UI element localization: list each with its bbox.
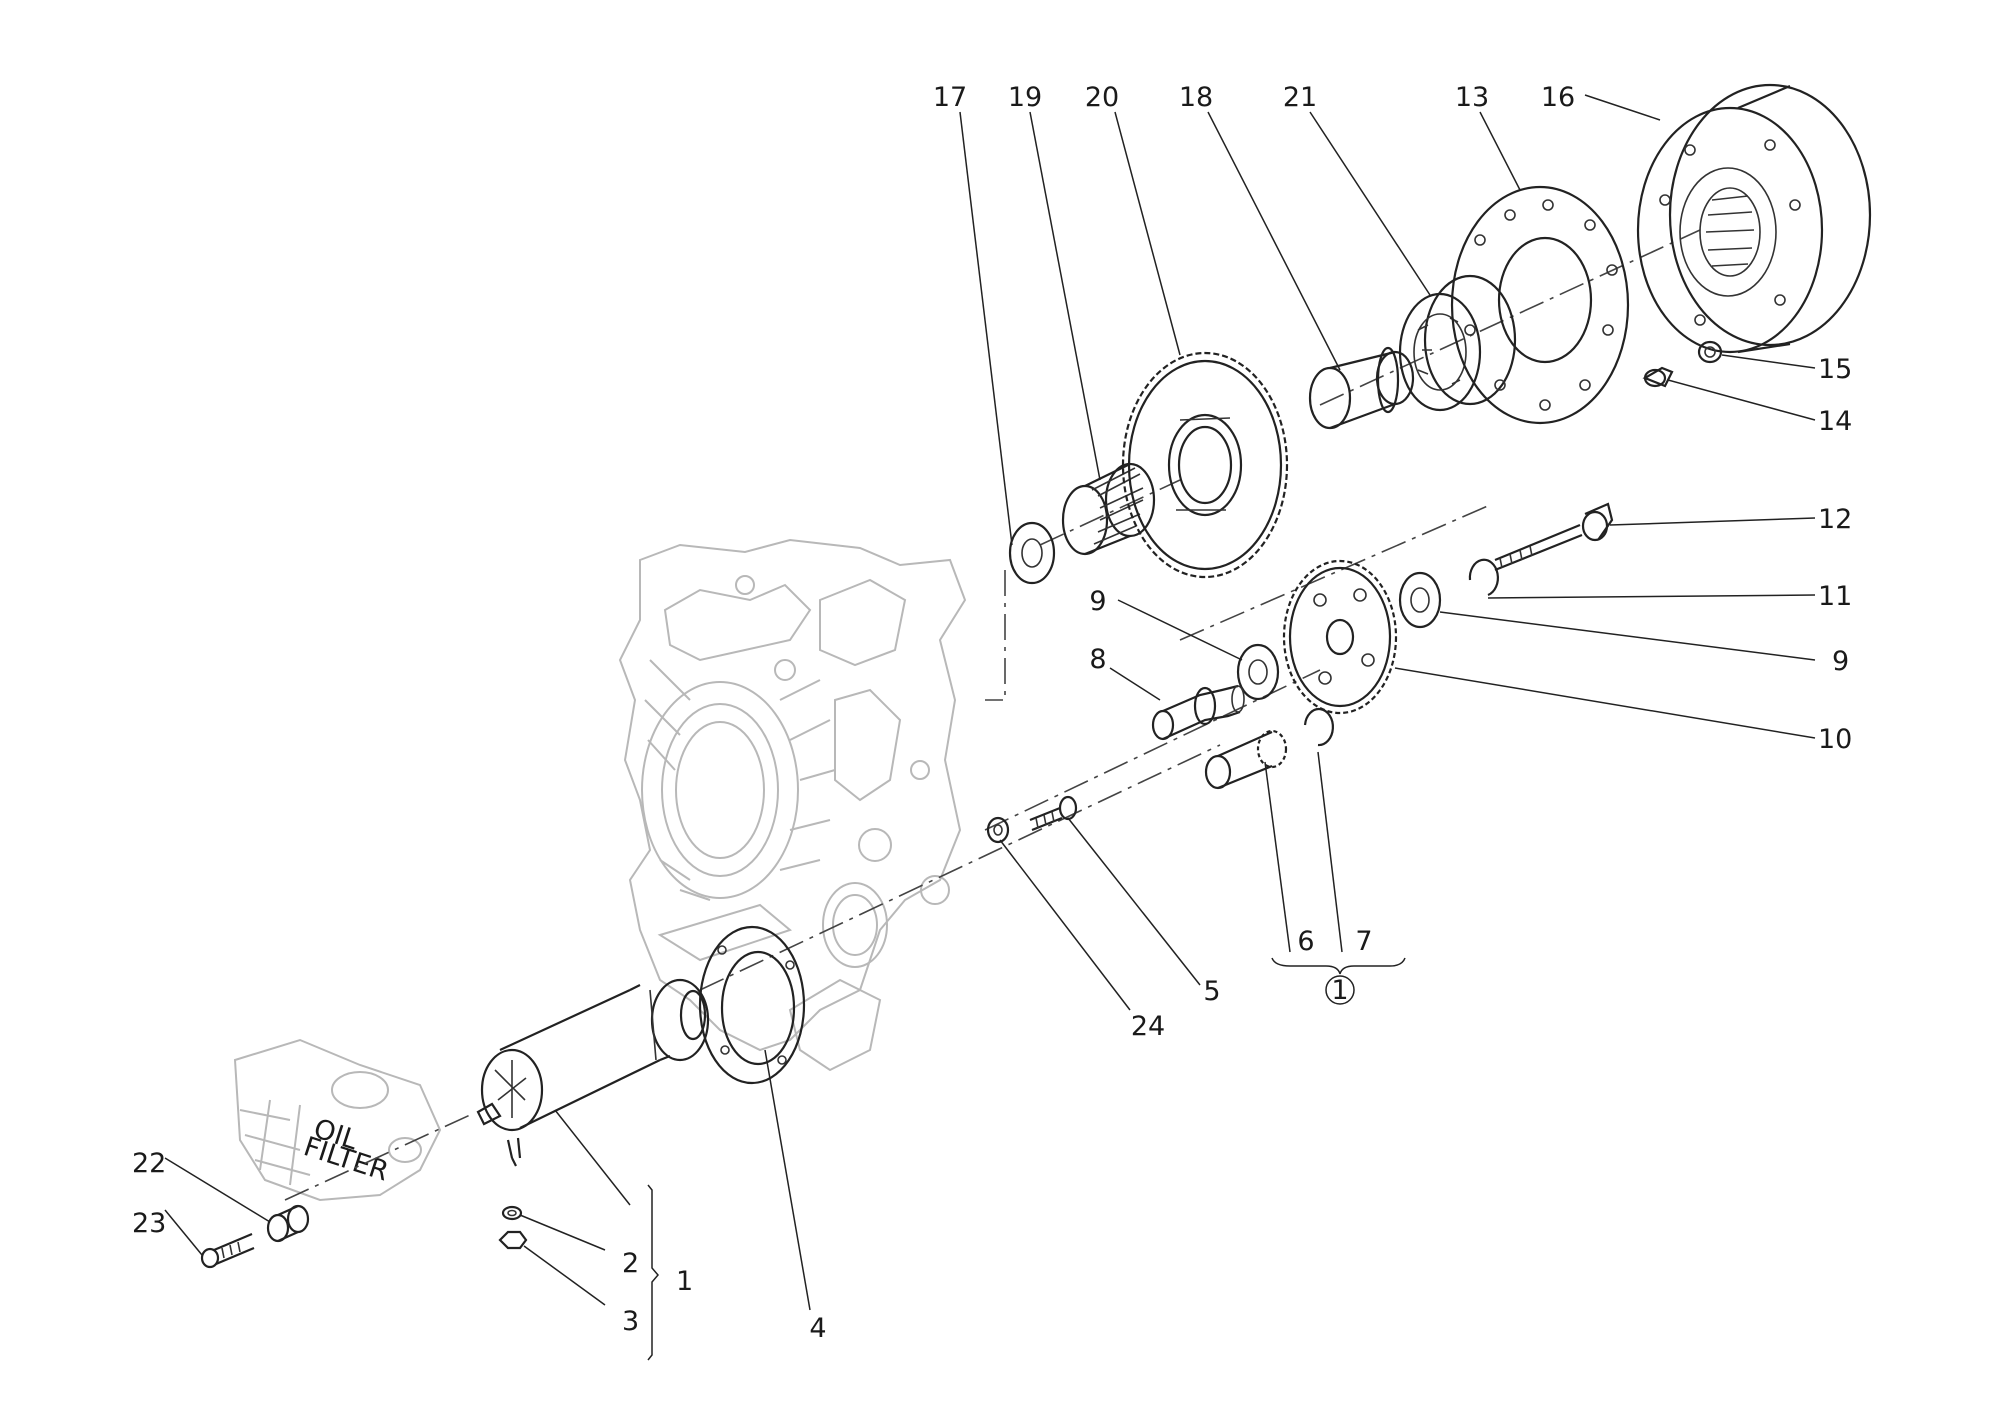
callout-20: 20 [1085,82,1119,113]
part-8-shaft [1151,684,1245,741]
callout-11: 11 [1818,581,1852,612]
leader-lines [164,94,1816,1311]
callout-23: 23 [132,1208,166,1239]
part-20-gear [1121,351,1289,579]
crankcase-housing [618,538,967,1072]
part-11-circlip [1468,558,1499,597]
part-15-nut [1697,340,1723,364]
callout-2: 2 [622,1248,639,1279]
part-10-idler-gear [1282,559,1398,715]
callout-24: 24 [1131,1011,1165,1042]
callout-15: 15 [1818,354,1852,385]
callout-labels: 17 19 20 18 21 13 16 15 14 12 11 9 10 9 … [132,82,1852,1344]
callout-6: 6 [1297,926,1314,957]
callout-16: 16 [1541,82,1575,113]
callout-18: 18 [1179,82,1213,113]
part-9-washer-left [1236,643,1280,701]
part-7-clip [1303,708,1334,747]
assembly-axes [284,229,1701,1201]
part-9-washer-right [1398,571,1442,629]
part-19-needle-bearing [1061,462,1156,556]
group-brace-6-7 [1271,957,1406,1005]
starter-motor [476,978,710,1167]
callout-7: 7 [1355,926,1372,957]
part-6-pinion [1204,729,1288,790]
callout-5: 5 [1203,976,1220,1007]
callout-21: 21 [1283,82,1317,113]
part-12-bolt [1494,502,1614,572]
part-17-washer [1008,521,1056,585]
part-24-grommet [986,816,1010,844]
group-bracket-1 [647,1184,659,1361]
part-3-nut [498,1230,528,1250]
part-18-bushing [1308,346,1415,430]
callout-8: 8 [1089,644,1106,675]
part-4-gasket [698,925,806,1085]
callout-1: 1 [676,1266,693,1297]
callout-14: 14 [1818,406,1852,437]
callout-9-right: 9 [1832,646,1849,677]
part-5-screw [1029,795,1078,832]
part-23-bolt [200,1232,255,1269]
part-21-freewheel [1398,274,1517,412]
part-22-spacer [266,1204,310,1243]
callout-10: 10 [1818,724,1852,755]
part-13-plate [1450,185,1630,425]
part-16-flywheel [1636,83,1872,354]
part-2-washer [501,1205,523,1221]
callout-12: 12 [1818,504,1852,535]
callout-3: 3 [622,1306,639,1337]
callout-17: 17 [933,82,967,113]
callout-19: 19 [1008,82,1042,113]
callout-9-left: 9 [1089,586,1106,617]
callout-4: 4 [809,1313,826,1344]
part-14-pin [1642,366,1674,388]
group-marker-1: 1 [1331,975,1348,1006]
callout-22: 22 [132,1148,166,1179]
callout-13: 13 [1455,82,1489,113]
